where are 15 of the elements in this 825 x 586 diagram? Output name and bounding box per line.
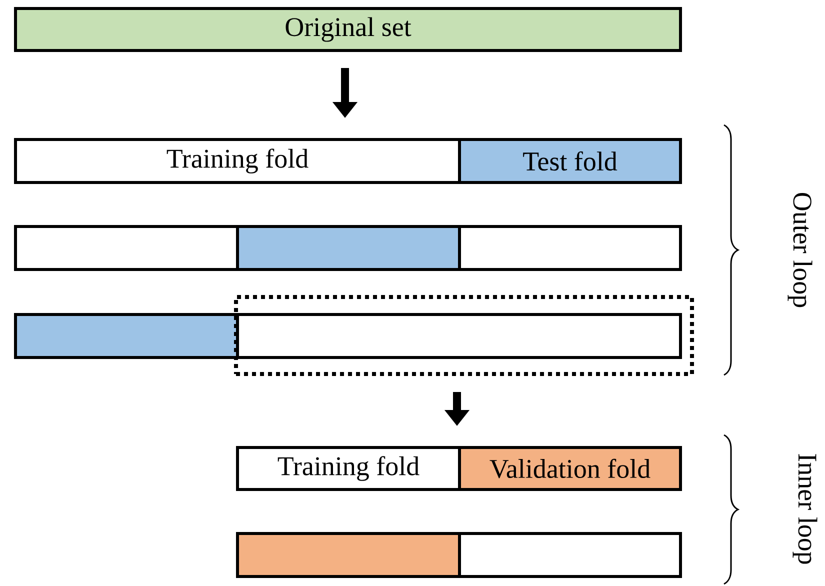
brace-label: Inner loop bbox=[792, 454, 818, 564]
fold-segment bbox=[14, 225, 239, 271]
brace-label: Outer loop bbox=[788, 193, 812, 308]
fold-segment bbox=[236, 313, 682, 359]
fold-segment bbox=[458, 225, 682, 271]
fold-bar: Test fold bbox=[458, 138, 682, 184]
dotted-frame bbox=[234, 295, 694, 376]
fold-segment bbox=[236, 225, 461, 271]
fold-bar: Original set bbox=[14, 7, 682, 52]
fold-bar: Validation fold bbox=[458, 446, 682, 491]
fold-bar: Training fold bbox=[236, 446, 461, 491]
fold-segment bbox=[236, 532, 461, 578]
fold-segment bbox=[14, 313, 239, 359]
fold-bar: Training fold bbox=[14, 138, 461, 184]
fold-segment bbox=[458, 532, 682, 578]
